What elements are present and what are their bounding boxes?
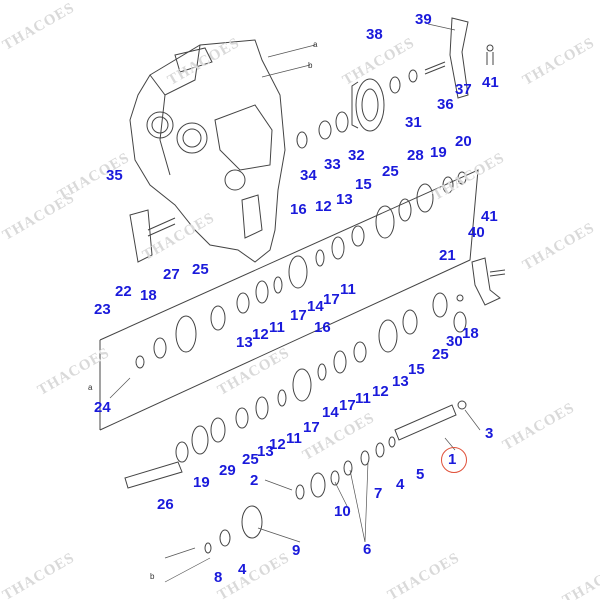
callout-part-36[interactable]: 36: [437, 96, 454, 113]
callout-part-2[interactable]: 2: [250, 472, 259, 489]
lever-part-39: [449, 17, 469, 99]
callout-part-27[interactable]: 27: [163, 266, 180, 283]
callout-part-12[interactable]: 12: [252, 326, 269, 343]
callout-part-13[interactable]: 13: [257, 443, 274, 460]
callout-part-8[interactable]: 8: [214, 569, 223, 586]
callout-part-25[interactable]: 25: [192, 261, 209, 278]
callout-part-13[interactable]: 13: [236, 334, 253, 351]
callout-part-1[interactable]: 1: [448, 451, 457, 468]
callout-part-31[interactable]: 31: [405, 114, 422, 131]
callout-part-38[interactable]: 38: [366, 26, 383, 43]
callout-part-35[interactable]: 35: [106, 167, 123, 184]
callout-part-40[interactable]: 40: [468, 224, 485, 241]
callout-part-19[interactable]: 19: [430, 144, 447, 161]
callout-part-7[interactable]: 7: [374, 485, 383, 502]
part-35: [129, 209, 153, 263]
callout-part-39[interactable]: 39: [415, 11, 432, 28]
callout-part-30[interactable]: 30: [446, 333, 463, 350]
callout-part-11[interactable]: 11: [340, 281, 356, 298]
callout-part-29[interactable]: 29: [219, 462, 236, 479]
callout-part-4[interactable]: 4: [238, 561, 247, 578]
callout-part-17[interactable]: 17: [290, 307, 307, 324]
callout-part-18[interactable]: 18: [140, 287, 157, 304]
callout-part-4[interactable]: 4: [396, 476, 405, 493]
callout-part-3[interactable]: 3: [485, 425, 494, 442]
callout-part-13[interactable]: 13: [392, 373, 409, 390]
callout-part-20[interactable]: 20: [455, 133, 472, 150]
transmission-housing: [129, 39, 286, 263]
callout-part-16[interactable]: 16: [314, 319, 331, 336]
callout-part-15[interactable]: 15: [408, 361, 425, 378]
ref-letter: b: [308, 61, 313, 70]
callout-part-18[interactable]: 18: [462, 325, 479, 342]
callout-part-25[interactable]: 25: [432, 346, 449, 363]
callout-part-33[interactable]: 33: [324, 156, 341, 173]
callout-part-21[interactable]: 21: [439, 247, 456, 264]
callout-part-25[interactable]: 25: [382, 163, 399, 180]
highlight-ring: [441, 447, 467, 473]
ref-letter: a: [88, 383, 93, 392]
callout-part-41[interactable]: 41: [482, 74, 499, 91]
callout-part-17[interactable]: 17: [323, 291, 340, 308]
gear-part-38: [355, 78, 385, 132]
callout-part-17[interactable]: 17: [303, 419, 320, 436]
callout-part-37[interactable]: 37: [455, 81, 472, 98]
ref-letter: b: [150, 572, 155, 581]
callout-part-15[interactable]: 15: [355, 176, 372, 193]
shaft-part-1: [394, 404, 457, 441]
callout-part-34[interactable]: 34: [300, 167, 317, 184]
callout-part-16[interactable]: 16: [290, 201, 307, 218]
callout-part-25[interactable]: 25: [242, 451, 259, 468]
callout-part-12[interactable]: 12: [269, 436, 286, 453]
callout-part-19[interactable]: 19: [193, 474, 210, 491]
callout-part-11[interactable]: 11: [269, 319, 285, 336]
callout-part-11[interactable]: 11: [286, 430, 302, 447]
callout-part-14[interactable]: 14: [322, 404, 339, 421]
callout-part-24[interactable]: 24: [94, 399, 111, 416]
callout-part-41[interactable]: 41: [481, 208, 498, 225]
callout-part-12[interactable]: 12: [315, 198, 332, 215]
ref-letter: a: [313, 40, 318, 49]
callout-part-10[interactable]: 10: [334, 503, 351, 520]
shaft-part-26: [124, 461, 183, 489]
callout-part-11[interactable]: 11: [355, 390, 371, 407]
callout-part-9[interactable]: 9: [292, 542, 301, 559]
callout-part-26[interactable]: 26: [157, 496, 174, 513]
callout-part-12[interactable]: 12: [372, 383, 389, 400]
callout-part-32[interactable]: 32: [348, 147, 365, 164]
callout-part-14[interactable]: 14: [307, 298, 324, 315]
callout-part-6[interactable]: 6: [363, 541, 372, 558]
callout-part-23[interactable]: 23: [94, 301, 111, 318]
callout-part-13[interactable]: 13: [336, 191, 353, 208]
callout-part-17[interactable]: 17: [339, 397, 356, 414]
callout-part-5[interactable]: 5: [416, 466, 425, 483]
callout-part-28[interactable]: 28: [407, 147, 424, 164]
callout-part-22[interactable]: 22: [115, 283, 132, 300]
